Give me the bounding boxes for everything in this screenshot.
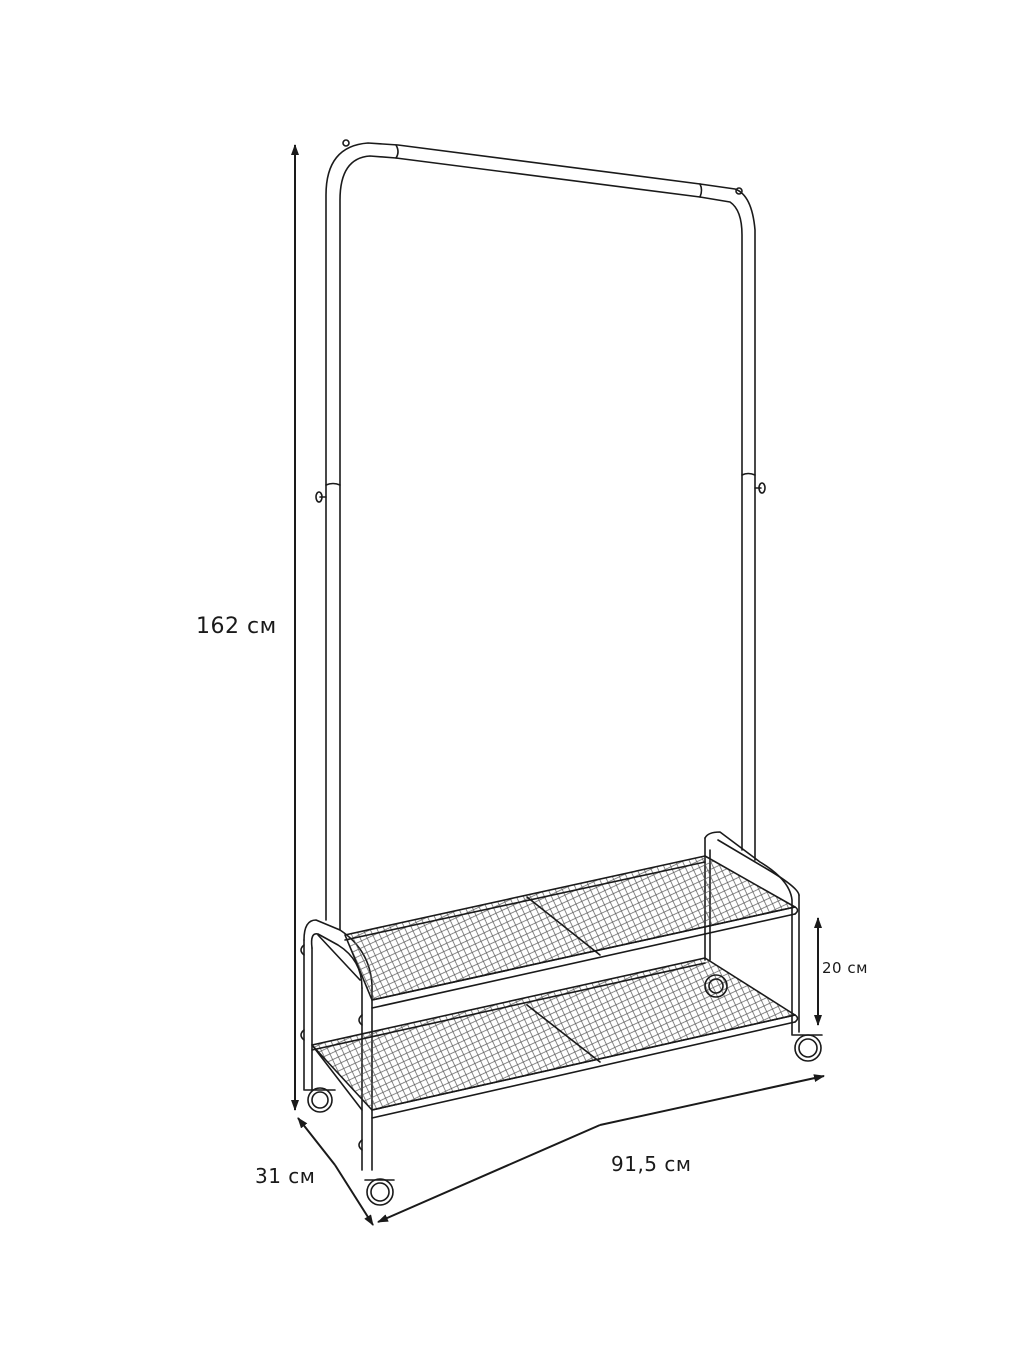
top-rail <box>325 139 756 931</box>
upright-joints <box>315 472 766 503</box>
lower-mesh-shelf <box>311 957 799 1119</box>
depth-dimension-arrow <box>297 1117 336 1166</box>
shelf-spacing-label: 20 см <box>822 959 868 977</box>
depth-label: 31 см <box>255 1164 316 1188</box>
width-label: 91,5 см <box>611 1152 692 1176</box>
caster-wheels <box>304 974 823 1206</box>
height-label: 162 см <box>196 614 277 639</box>
upper-mesh-shelf <box>317 855 799 1009</box>
width-dimension-arrow <box>377 1124 601 1223</box>
